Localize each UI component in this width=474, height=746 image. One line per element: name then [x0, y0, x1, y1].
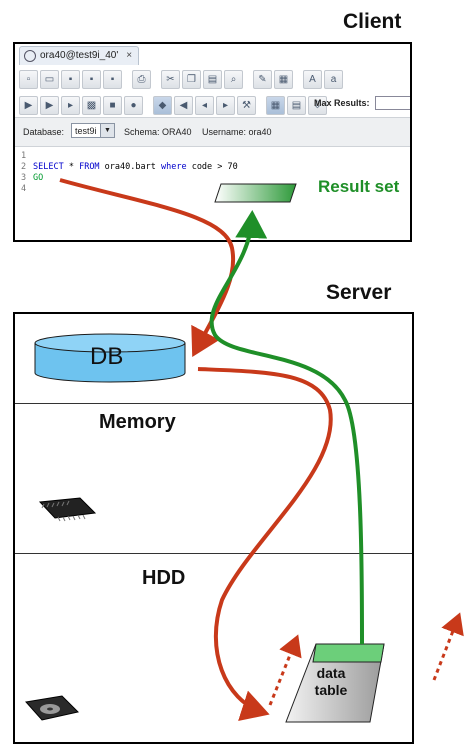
- database-label: Database:: [23, 127, 65, 137]
- uppercase-icon[interactable]: A: [303, 69, 322, 89]
- result-set-table-icon: [214, 183, 297, 203]
- line-number: 2: [21, 162, 27, 172]
- commit-icon[interactable]: ◆: [153, 95, 172, 115]
- line-number: 1: [21, 151, 27, 161]
- disk-read-dotted-arrow: [268, 634, 302, 706]
- database-select[interactable]: test9i ▼: [71, 123, 115, 138]
- memory-label: Memory: [99, 411, 176, 433]
- sql-query-line: SELECT * FROM ora40.bart where code > 70: [33, 162, 238, 172]
- divider: [15, 553, 412, 554]
- copy-icon[interactable]: ❐: [182, 69, 201, 89]
- database-icon: [24, 50, 36, 62]
- save-icon[interactable]: ▪: [61, 69, 80, 89]
- hard-disk-icon: [25, 695, 79, 721]
- record-icon[interactable]: ●: [124, 95, 143, 115]
- stop-icon[interactable]: ■: [103, 95, 122, 115]
- data-table-label: data table: [314, 665, 348, 698]
- lowercase-icon[interactable]: a: [324, 69, 343, 89]
- print-icon[interactable]: ⎙: [132, 69, 151, 89]
- find-icon[interactable]: ⌕: [224, 69, 243, 89]
- connection-bar: Database: test9i ▼ Schema: ORA40 Usernam…: [15, 117, 410, 147]
- query-request-arrow: [59, 178, 236, 358]
- divider: [15, 403, 412, 404]
- client-heading: Client: [343, 10, 402, 33]
- sql-editor[interactable]: 1 2 3 4 SELECT * FROM ora40.bart where c…: [15, 147, 410, 240]
- new-file-icon[interactable]: ▫: [19, 69, 38, 89]
- database-select-value: test9i: [75, 126, 97, 136]
- client-window: ora40@test9i_40' × ▫ ▭ ▪ ▪ ▪ ⎙ ✂ ❐ ▤ ⌕ ✎…: [13, 42, 412, 242]
- memory-chip-icon: [38, 497, 97, 522]
- editor-tab[interactable]: ora40@test9i_40' ×: [19, 46, 140, 65]
- cut-icon[interactable]: ✂: [161, 69, 180, 89]
- go-command: GO: [33, 173, 44, 183]
- db-cylinder: [34, 333, 186, 383]
- toolbar-top: ▫ ▭ ▪ ▪ ▪ ⎙ ✂ ❐ ▤ ⌕ ✎ ▦ A a: [19, 67, 343, 91]
- forward-icon[interactable]: ▸: [216, 95, 235, 115]
- schema-label: Schema: ORA40: [124, 127, 192, 137]
- db-label: DB: [90, 343, 124, 370]
- save-as-icon[interactable]: ▪: [82, 69, 101, 89]
- open-folder-icon[interactable]: ▭: [40, 69, 59, 89]
- run-all-icon[interactable]: ▶: [19, 95, 38, 115]
- explain-icon[interactable]: ▩: [82, 95, 101, 115]
- text-view-icon[interactable]: ▤: [287, 95, 306, 115]
- line-number: 4: [21, 184, 27, 194]
- save-all-icon[interactable]: ▪: [103, 69, 122, 89]
- wrench-icon[interactable]: ⚒: [237, 95, 256, 115]
- hdd-label: HDD: [142, 567, 186, 589]
- window-icon[interactable]: ▦: [274, 69, 293, 89]
- server-heading: Server: [326, 281, 392, 304]
- max-results-label: Max Results:: [314, 98, 370, 108]
- rollback-icon[interactable]: ◀: [174, 95, 193, 115]
- run-step-icon[interactable]: ▸: [61, 95, 80, 115]
- grid-view-icon[interactable]: ▦: [266, 95, 285, 115]
- line-number: 3: [21, 173, 27, 183]
- tab-label: ora40@test9i_40': [40, 50, 119, 61]
- close-icon[interactable]: ×: [126, 50, 133, 61]
- export-icon[interactable]: ⇩: [308, 95, 327, 115]
- external-dotted-arrow: [432, 612, 464, 681]
- result-return-arrow: [209, 210, 364, 645]
- max-results-input[interactable]: [375, 96, 410, 110]
- result-set-label: Result set: [318, 177, 400, 196]
- username-label: Username: ora40: [202, 127, 272, 137]
- toolbar-bottom: ▶ ▶ ▸ ▩ ■ ● ◆ ◀ ◂ ▸ ⚒ ▦ ▤ ⇩: [19, 93, 327, 117]
- chevron-down-icon[interactable]: ▼: [100, 124, 114, 137]
- paste-icon[interactable]: ▤: [203, 69, 222, 89]
- format-icon[interactable]: ✎: [253, 69, 272, 89]
- db-to-disk-arrow: [197, 367, 333, 722]
- run-icon[interactable]: ▶: [40, 95, 59, 115]
- back-icon[interactable]: ◂: [195, 95, 214, 115]
